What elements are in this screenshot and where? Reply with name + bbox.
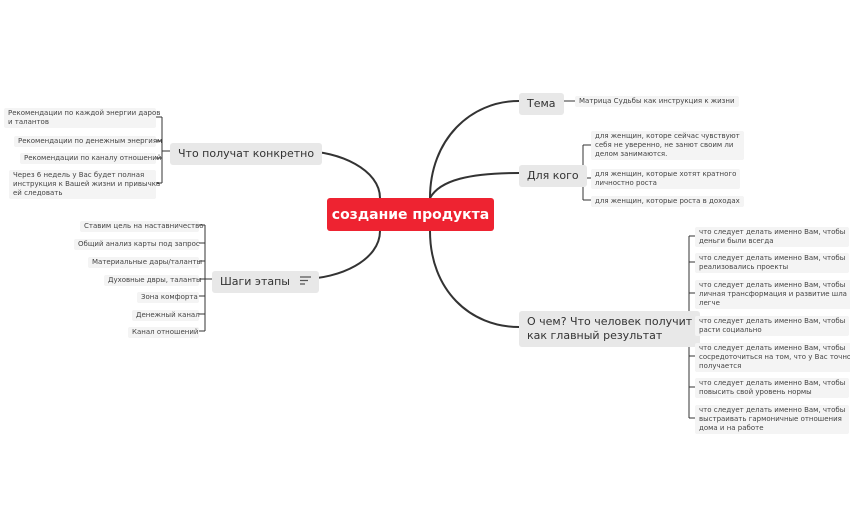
subtopic-dlya-kogo-2[interactable]: для женщин, которые роста в доходах xyxy=(591,196,744,207)
subtopic-shagi-3[interactable]: Духовные двры, таланты xyxy=(104,275,202,286)
subtopic-shagi-4[interactable]: Зона комфорта xyxy=(137,292,199,303)
subtopic-shagi-0[interactable]: Ставим цель на наставничество xyxy=(80,221,204,232)
subtopic-line: сосредоточиться на том, что у Вас точно xyxy=(699,353,850,361)
subtopic-tema-0[interactable]: Матрица Судьбы как инструкция к жизни xyxy=(575,96,739,107)
subtopic-line: реализовались проекты xyxy=(699,263,789,271)
subtopic-line: для женщин, которе сейчас чувствуют xyxy=(595,132,740,140)
subtopic-shagi-6[interactable]: Канал отношений xyxy=(128,327,199,338)
topic-tema[interactable]: Тема xyxy=(519,93,564,115)
topic-shagi-etapy[interactable]: Шаги этапы xyxy=(212,271,319,293)
topic-line: О чем? Что человек получит xyxy=(527,315,693,328)
subtopic-line: ей следовать xyxy=(13,189,63,197)
subtopic-line: для женщин, которые хотят кратного xyxy=(595,170,737,178)
subtopic-line: легче xyxy=(699,299,720,307)
subtopic-line: получается xyxy=(699,362,742,370)
topic-dlya-kogo[interactable]: Для кого xyxy=(519,165,587,187)
subtopic-shagi-1[interactable]: Общий анализ карты под запрос xyxy=(74,239,200,250)
subtopic-line: выстраивать гармоничные отношения xyxy=(699,415,842,423)
subtopic-line: что следует делать именно Вам, чтобы xyxy=(699,228,846,236)
subtopic-line: себя не уверенно, не занют своим ли xyxy=(595,141,734,149)
subtopic-o-chem-4[interactable]: что следует делать именно Вам, чтобы сос… xyxy=(695,343,850,372)
subtopic-o-chem-6[interactable]: что следует делать именно Вам, чтобы выс… xyxy=(695,405,850,434)
subtopic-line: личная трансформация и развитие шла xyxy=(699,290,847,298)
topic-o-chem[interactable]: О чем? Что человек получит как главный р… xyxy=(519,311,701,347)
subtopic-line: Через 6 недель у Вас будет полная xyxy=(13,171,145,179)
subtopic-shagi-5[interactable]: Денежный канал xyxy=(132,310,200,321)
subtopic-line: что следует делать именно Вам, чтобы xyxy=(699,406,846,414)
subtopic-dlya-kogo-0[interactable]: для женщин, которе сейчас чувствуют себя… xyxy=(591,131,744,160)
subtopic-chto-poluchat-0[interactable]: Рекомендации по каждой энергии даров и т… xyxy=(4,108,161,128)
subtopic-line: деньги были всегда xyxy=(699,237,774,245)
menu-lines-icon xyxy=(299,275,311,289)
subtopic-line: повысить свой уровень нормы xyxy=(699,388,812,396)
subtopic-line: что следует делать именно Вам, чтобы xyxy=(699,317,846,325)
central-topic[interactable]: создание продукта xyxy=(327,198,494,231)
subtopic-line: что следует делать именно Вам, чтобы xyxy=(699,344,846,352)
connector-root-dlya-kogo xyxy=(429,172,520,199)
subtopic-chto-poluchat-2[interactable]: Рекомендации по каналу отношений xyxy=(20,153,162,164)
subtopic-line: что следует делать именно Вам, чтобы xyxy=(699,281,846,289)
subtopic-line: и талантов xyxy=(8,118,49,126)
connector-root-tema xyxy=(429,100,520,199)
subtopic-chto-poluchat-3[interactable]: Через 6 недель у Вас будет полная инстру… xyxy=(9,170,161,199)
subtopic-line: Рекомендации по денежным энергиям xyxy=(18,137,163,145)
subtopic-line: Рекомендации по каждой энергии даров xyxy=(8,109,161,117)
subtopic-line: что следует делать именно Вам, чтобы xyxy=(699,254,846,262)
subtopic-line: расти социально xyxy=(699,326,762,334)
subtopic-o-chem-3[interactable]: что следует делать именно Вам, чтобы рас… xyxy=(695,316,850,336)
subtopic-chto-poluchat-1[interactable]: Рекомендации по денежным энергиям xyxy=(14,136,163,147)
subtopic-line: инструкция к Вашей жизни и привычка xyxy=(13,180,161,188)
subtopic-line: дома и на работе xyxy=(699,424,764,432)
topic-label: Шаги этапы xyxy=(220,275,290,288)
topic-line: как главный результат xyxy=(527,329,663,342)
subtopic-o-chem-2[interactable]: что следует делать именно Вам, чтобы лич… xyxy=(695,280,850,309)
subtopic-dlya-kogo-1[interactable]: для женщин, которые хотят кратного лично… xyxy=(591,169,741,189)
subtopic-line: личностно роста xyxy=(595,179,657,187)
subtopic-line: делом занимаются. xyxy=(595,150,668,158)
subtopic-o-chem-1[interactable]: что следует делать именно Вам, чтобы реа… xyxy=(695,253,850,273)
subtopic-o-chem-5[interactable]: что следует делать именно Вам, чтобы пов… xyxy=(695,378,850,398)
subtopic-o-chem-0[interactable]: что следует делать именно Вам, чтобы ден… xyxy=(695,227,850,247)
subtopic-line: что следует делать именно Вам, чтобы xyxy=(699,379,846,387)
subtopic-line: Рекомендации по каналу отношений xyxy=(24,154,162,162)
connector-root-o-chem xyxy=(429,230,520,328)
subtopic-shagi-2[interactable]: Материальные дары/таланты xyxy=(88,257,202,268)
subtopic-line: для женщин, которые роста в доходах xyxy=(595,197,740,205)
topic-chto-poluchat[interactable]: Что получат конкретно xyxy=(170,143,323,165)
